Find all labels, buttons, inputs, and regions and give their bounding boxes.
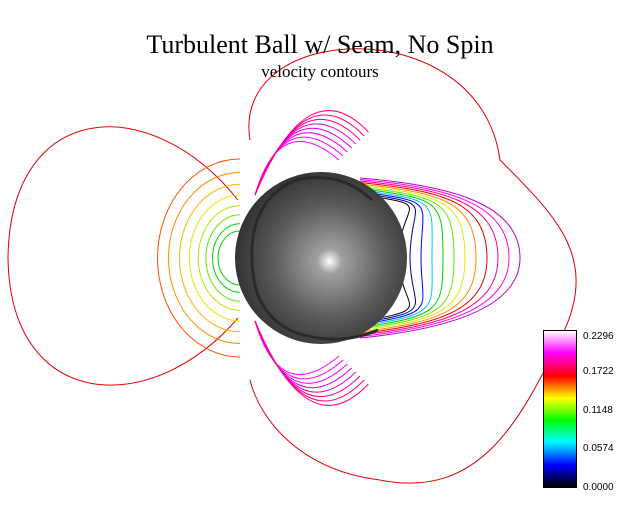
contour-wake-8: [359, 189, 433, 327]
contour-wake-4: [359, 183, 477, 333]
contour-front-3: [188, 194, 241, 322]
contour-front-2: [179, 183, 241, 333]
contour-front-6: [212, 223, 241, 293]
contour-front-7: [217, 230, 241, 286]
color-legend-bar: [543, 330, 577, 488]
contour-front-5: [205, 214, 241, 302]
legend-tick-min: 0.0000: [583, 482, 614, 493]
contour-outer-left: [7, 126, 239, 386]
contour-front-4: [197, 205, 241, 311]
legend-tick-2: 0.1722: [583, 366, 614, 377]
baseball: [235, 172, 407, 344]
contour-wake-10: [359, 192, 417, 324]
legend-tick-max: 0.2296: [583, 331, 614, 342]
contour-bottom-lobe-7: [254, 320, 369, 406]
contour-wake-7: [359, 188, 444, 328]
legend-tick-4: 0.0574: [583, 443, 614, 454]
ball-seam-top: [295, 176, 374, 202]
contour-outer-right: [248, 48, 577, 484]
contour-wake-9: [359, 191, 424, 325]
contour-wake-2: [359, 180, 499, 336]
plot-subtitle: velocity contours: [261, 62, 379, 81]
contour-wake-3: [359, 182, 488, 334]
contour-front-0: [157, 158, 241, 358]
contour-wake-5: [359, 185, 466, 331]
ball-sphere: [235, 172, 407, 344]
velocity-contour-lines: [7, 48, 577, 484]
ball-seam: [250, 178, 379, 341]
contour-wake-6: [359, 186, 455, 330]
wake-contour-lines: [359, 177, 521, 339]
contour-wake-1: [359, 179, 510, 337]
plot-title: Turbulent Ball w/ Seam, No Spin: [146, 30, 494, 59]
contour-wake-0: [359, 177, 521, 339]
contour-top-lobe-7: [254, 110, 369, 196]
legend-tick-3: 0.1148: [583, 405, 613, 416]
contour-front-1: [168, 172, 241, 344]
